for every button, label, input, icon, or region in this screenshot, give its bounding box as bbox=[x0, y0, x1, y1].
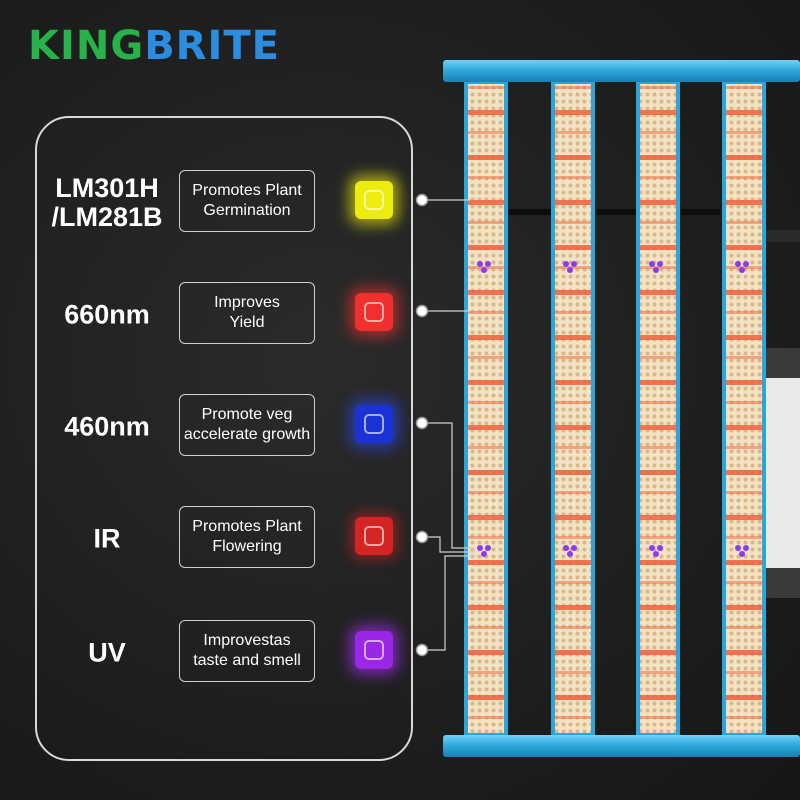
brand-logo-king: KING bbox=[28, 23, 145, 69]
brand-logo-brite: BRITE bbox=[144, 23, 280, 69]
feature-row-660nm: 660nm Improves Yield bbox=[37, 280, 415, 350]
light-bar-1 bbox=[464, 82, 508, 735]
brand-logo: KINGBRITE bbox=[28, 26, 280, 66]
feature-row-lm301h: LM301H /LM281B Promotes Plant Germinatio… bbox=[37, 168, 415, 238]
wavelength-label: 460nm bbox=[64, 411, 150, 442]
feature-row-ir: IR Promotes Plant Flowering bbox=[37, 504, 415, 574]
uv-led-icon bbox=[355, 631, 393, 669]
feature-description: Promotes Plant Flowering bbox=[179, 506, 315, 568]
feature-description: Improvestas taste and smell bbox=[179, 620, 315, 682]
blue-led-icon bbox=[355, 405, 393, 443]
red-led-icon bbox=[355, 293, 393, 331]
wavelength-label: UV bbox=[88, 637, 126, 668]
yellow-led-icon bbox=[355, 181, 393, 219]
feature-description: Promotes Plant Germination bbox=[179, 170, 315, 232]
feature-row-uv: UV Improvestas taste and smell bbox=[37, 618, 415, 688]
ir-led-icon bbox=[355, 517, 393, 555]
feature-description: Promote veg accelerate growth bbox=[179, 394, 315, 456]
wavelength-label: 660nm bbox=[64, 299, 150, 330]
wavelength-label: LM301H /LM281B bbox=[51, 173, 163, 232]
feature-description: Improves Yield bbox=[179, 282, 315, 344]
light-bar-3 bbox=[636, 82, 680, 735]
light-bar-2 bbox=[551, 82, 595, 735]
wavelength-label: IR bbox=[93, 523, 121, 554]
feature-row-460nm: 460nm Promote veg accelerate growth bbox=[37, 392, 415, 462]
feature-panel: LM301H /LM281B Promotes Plant Germinatio… bbox=[35, 116, 413, 761]
light-bar-4 bbox=[722, 82, 766, 735]
